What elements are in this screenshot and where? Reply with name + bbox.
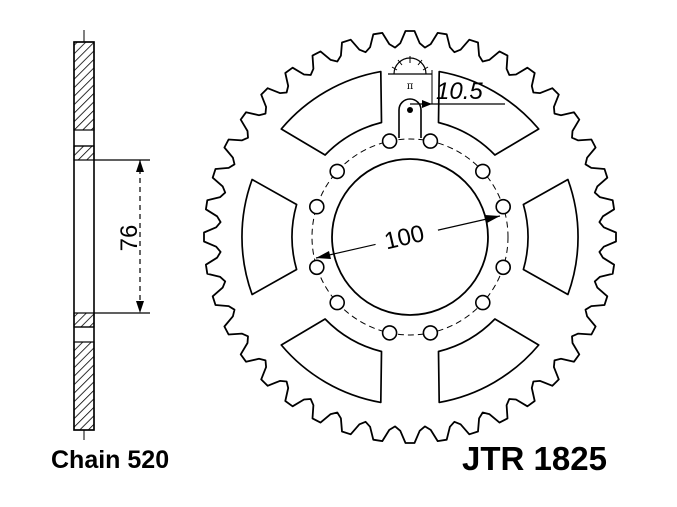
bolt-hole	[422, 133, 439, 149]
lightening-windows	[241, 70, 579, 404]
bolt-holes	[308, 133, 512, 341]
bolt-hole	[308, 198, 325, 215]
sprocket-tooth-profile	[203, 30, 617, 444]
bolt-hole	[422, 325, 439, 341]
window-cutout	[241, 178, 298, 296]
side-hatch-bottom	[73, 341, 95, 431]
svg-text:π: π	[407, 81, 414, 92]
window-cutout	[437, 70, 540, 156]
bolt-hole	[329, 163, 346, 180]
window-cutout	[280, 70, 383, 156]
timing-slot	[398, 98, 422, 138]
side-hatch-top	[73, 41, 95, 131]
bolt-hole	[381, 133, 398, 149]
pcd-dimension: 100	[315, 213, 501, 259]
side-hatch-lower-inner	[73, 312, 95, 328]
bore-dimension-label: 76	[116, 225, 143, 252]
window-cutout	[437, 318, 540, 404]
bolt-pcd-circle	[311, 138, 509, 336]
side-section-view: 76	[73, 30, 150, 440]
bolt-hole	[381, 325, 398, 341]
bolt-hole	[329, 294, 346, 311]
bolt-hole	[474, 163, 491, 180]
sun-mark-icon: π	[388, 56, 432, 92]
center-bore	[331, 158, 489, 316]
window-cutout	[522, 178, 579, 296]
chain-size-label: Chain 520	[51, 446, 170, 474]
bolt-hole	[495, 259, 512, 276]
bolt-hole	[495, 198, 512, 215]
offset-dimension: 10.5	[410, 70, 505, 108]
bolt-hole	[308, 259, 325, 276]
side-hatch-upper-inner	[73, 145, 95, 161]
sprocket-front-view: π 10.5 100	[203, 30, 617, 444]
bolt-hole	[474, 294, 491, 311]
offset-dimension-label: 10.5	[436, 78, 483, 105]
bore-dimension: 76	[94, 159, 150, 314]
part-number-label: JTR 1825	[462, 440, 607, 477]
window-cutout	[280, 318, 383, 404]
